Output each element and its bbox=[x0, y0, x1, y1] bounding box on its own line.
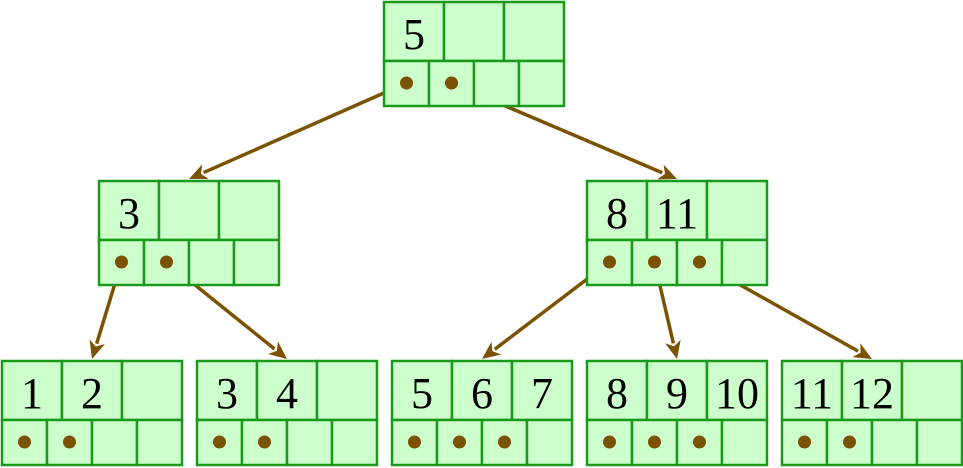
pointer-dot bbox=[408, 435, 421, 449]
key-cell bbox=[502, 0, 566, 63]
key-cell bbox=[900, 359, 963, 422]
pointer-dot bbox=[498, 435, 511, 449]
node-internal-right: 8 11 bbox=[585, 179, 769, 287]
pointer-dot bbox=[258, 435, 271, 449]
pointer-cell bbox=[135, 418, 184, 467]
key-label: 6 bbox=[471, 369, 493, 418]
pointer-cell bbox=[915, 418, 963, 467]
pointer-dot bbox=[453, 435, 466, 449]
pointer-dot bbox=[445, 76, 458, 90]
pointer-dot bbox=[160, 255, 173, 269]
node-internal-left: 3 bbox=[97, 179, 281, 287]
key-label: 5 bbox=[403, 10, 425, 59]
pointer-dot bbox=[693, 435, 706, 449]
key-cell bbox=[840, 359, 904, 422]
pointer-dot bbox=[400, 76, 413, 90]
pointer-cell bbox=[472, 59, 521, 108]
key-label: 5 bbox=[411, 369, 433, 418]
pointer-dot bbox=[798, 435, 811, 449]
pointer-cell bbox=[870, 418, 919, 467]
arrowhead bbox=[852, 343, 872, 359]
key-cell bbox=[442, 0, 506, 63]
edge-root-to-internal-left bbox=[189, 81, 408, 180]
pointer-cell bbox=[517, 59, 566, 108]
arrowhead bbox=[89, 339, 105, 359]
key-cell bbox=[780, 359, 844, 422]
pointer-dot bbox=[603, 255, 616, 269]
pointer-dot bbox=[603, 435, 616, 449]
key-cell bbox=[120, 359, 184, 422]
pointer-cell bbox=[720, 238, 769, 287]
key-label: 11 bbox=[791, 369, 833, 418]
key-cell bbox=[705, 179, 769, 242]
key-cell bbox=[217, 179, 281, 242]
pointer-dot bbox=[213, 435, 226, 449]
key-label: 10 bbox=[715, 369, 759, 418]
pointer-dot bbox=[693, 255, 706, 269]
arrowhead bbox=[482, 341, 502, 359]
key-cell bbox=[157, 179, 221, 242]
key-cell bbox=[705, 359, 769, 422]
key-label: 8 bbox=[606, 189, 628, 238]
arrowhead bbox=[267, 341, 287, 359]
key-label: 3 bbox=[118, 189, 140, 238]
pointer-cell bbox=[720, 418, 769, 467]
key-label: 12 bbox=[850, 369, 894, 418]
key-cell bbox=[195, 359, 259, 422]
key-cell bbox=[0, 359, 64, 422]
pointer-dot bbox=[63, 435, 76, 449]
key-cell bbox=[255, 359, 319, 422]
arrowhead bbox=[657, 164, 677, 180]
key-label: 3 bbox=[216, 369, 238, 418]
pointer-dot bbox=[115, 255, 128, 269]
pointer-cell bbox=[90, 418, 139, 467]
key-label: 8 bbox=[606, 369, 628, 418]
key-label: 7 bbox=[531, 369, 553, 418]
node-leaf-5: 11 12 bbox=[780, 359, 963, 467]
key-label: 4 bbox=[276, 369, 298, 418]
key-label: 1 bbox=[21, 369, 43, 418]
pointer-cell bbox=[187, 238, 236, 287]
pointer-cell bbox=[232, 238, 281, 287]
pointer-cell bbox=[285, 418, 334, 467]
pointer-dot bbox=[18, 435, 31, 449]
node-root: 5 bbox=[382, 0, 566, 108]
arrowhead bbox=[665, 339, 681, 359]
edge-line bbox=[202, 81, 408, 175]
key-label: 2 bbox=[81, 369, 103, 418]
pointer-cell bbox=[525, 418, 574, 467]
key-cell bbox=[315, 359, 379, 422]
pointer-dot bbox=[843, 435, 856, 449]
arrowhead bbox=[189, 164, 209, 180]
key-label: 11 bbox=[656, 189, 698, 238]
pointer-dot bbox=[648, 255, 661, 269]
pointer-cell bbox=[330, 418, 379, 467]
key-label: 9 bbox=[666, 369, 688, 418]
pointer-dot bbox=[648, 435, 661, 449]
key-cell bbox=[645, 179, 709, 242]
